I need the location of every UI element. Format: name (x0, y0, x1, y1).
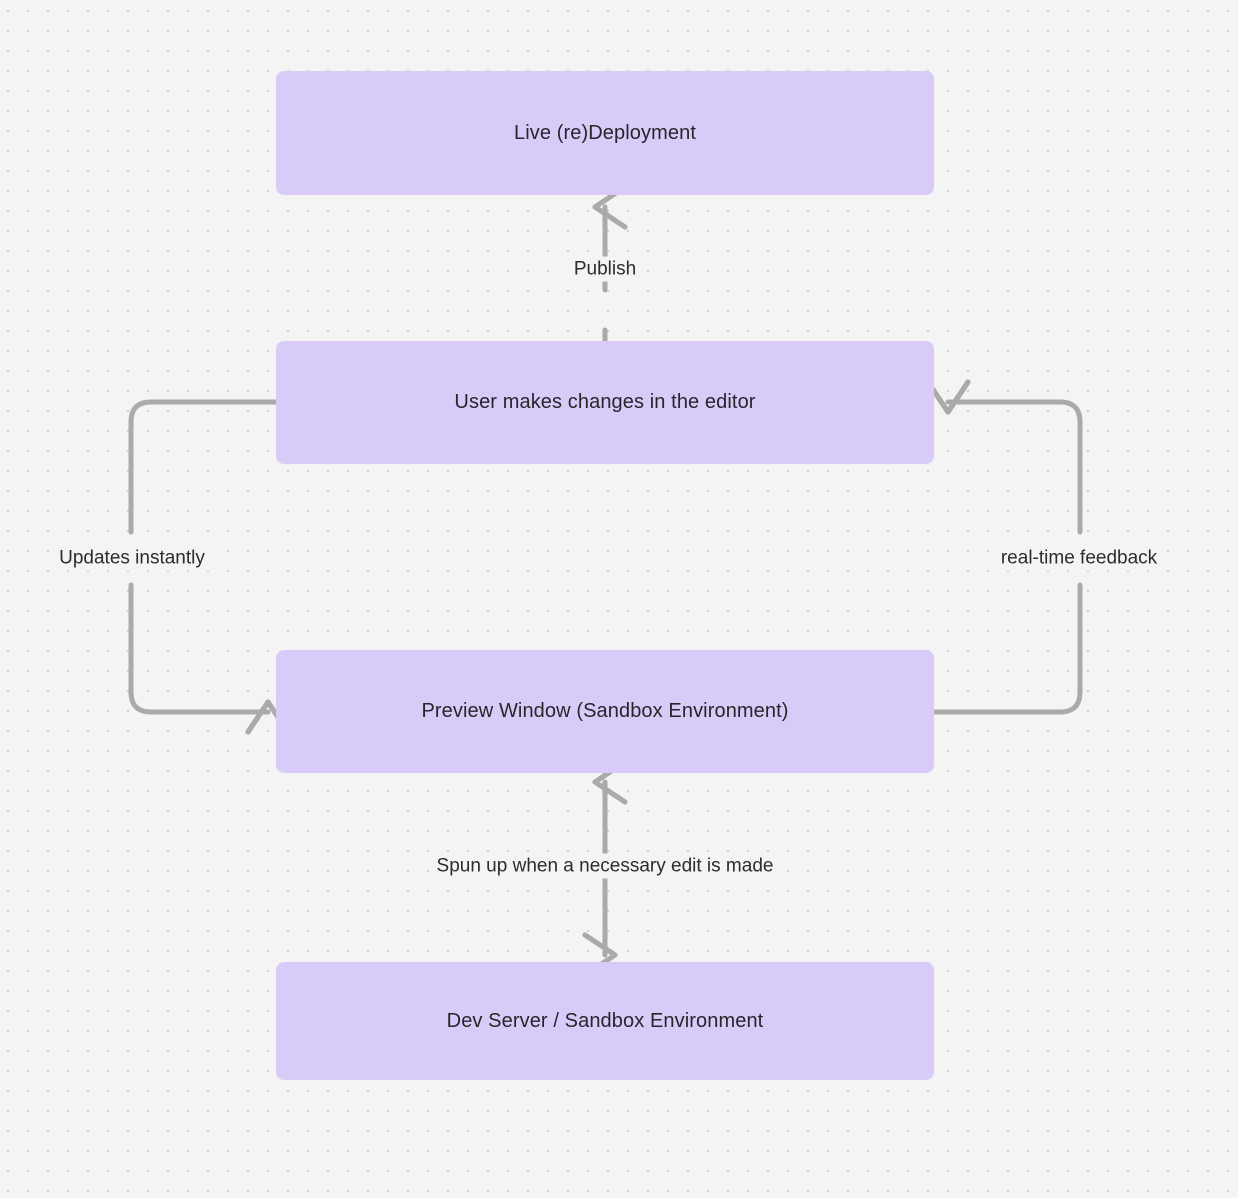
node-user-edits[interactable]: User makes changes in the editor (276, 341, 934, 464)
edge-label-spun-up: Spun up when a necessary edit is made (429, 853, 781, 879)
node-label: Dev Server / Sandbox Environment (446, 1009, 764, 1032)
node-live-deployment[interactable]: Live (re)Deployment (276, 71, 934, 195)
edge-label-publish: Publish (566, 256, 644, 282)
node-dev-server[interactable]: Dev Server / Sandbox Environment (276, 962, 934, 1080)
node-preview-window[interactable]: Preview Window (Sandbox Environment) (276, 650, 934, 773)
edge-label-updates-instantly: Updates instantly (52, 545, 212, 571)
edge-label-real-time-feedback: real-time feedback (993, 545, 1165, 571)
node-label: Live (re)Deployment (514, 121, 696, 144)
node-label: User makes changes in the editor (454, 391, 756, 413)
node-label: Preview Window (Sandbox Environment) (421, 700, 789, 722)
